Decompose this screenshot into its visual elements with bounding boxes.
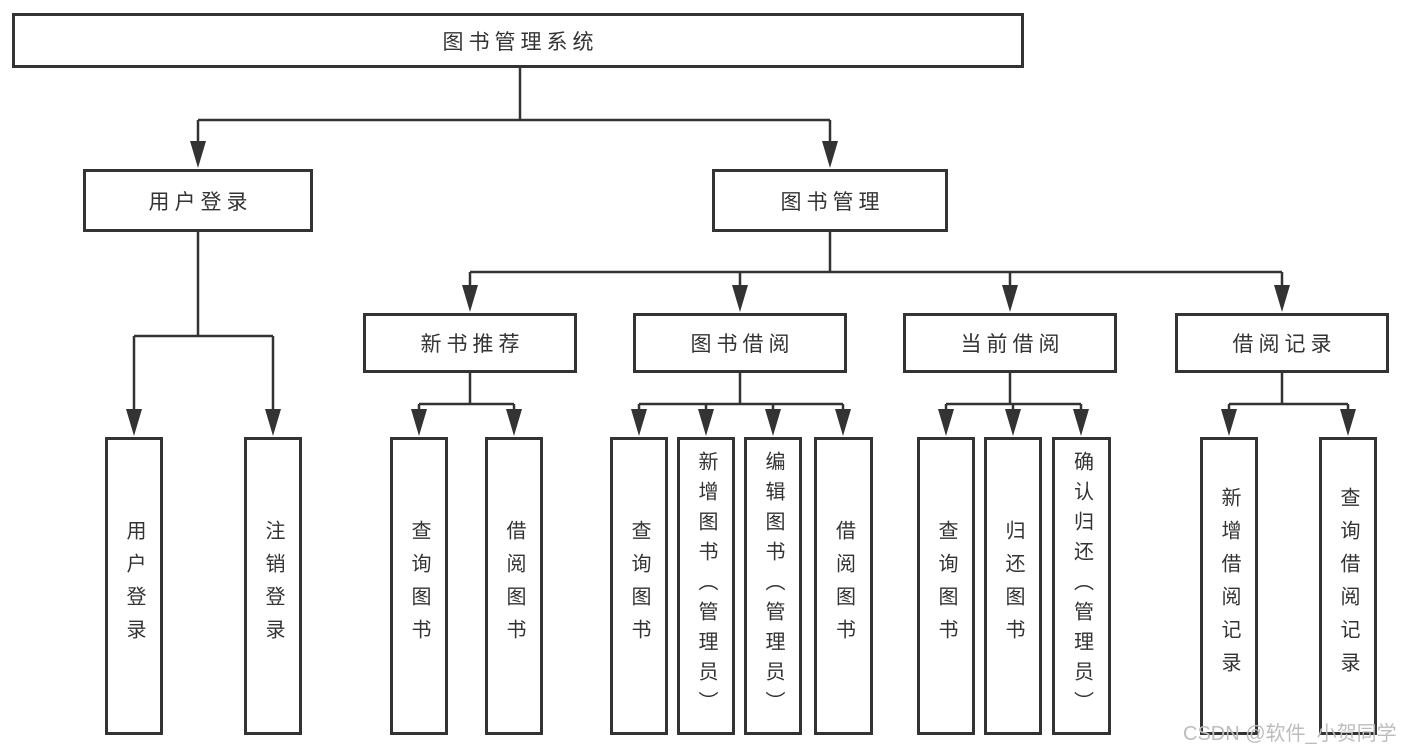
node-borrow-records-label: 借阅记录 xyxy=(1232,333,1337,356)
connector-borrow-record-branch xyxy=(1227,373,1350,412)
node-leaf-query-books-borrow: 查询图书 xyxy=(610,437,668,735)
node-label: 借阅图书 xyxy=(832,520,855,652)
node-label: 确认归还（管理员） xyxy=(1070,451,1093,721)
node-label: 查询图书 xyxy=(628,520,650,652)
node-leaf-logout: 注销登录 xyxy=(244,437,302,735)
node-root-label: 图书管理系统 xyxy=(442,30,599,54)
node-leaf-edit-book-admin: 编辑图书（管理员） xyxy=(744,437,802,735)
node-leaf-query-borrow-record: 查询借阅记录 xyxy=(1319,437,1377,735)
node-leaf-confirm-return-admin: 确认归还（管理员） xyxy=(1052,437,1111,735)
connector-root-branch xyxy=(196,68,832,144)
csdn-watermark: CSDN @软件_小贺同学 xyxy=(1183,723,1397,745)
node-leaf-return-books: 归还图书 xyxy=(984,437,1042,735)
node-label: 借阅图书 xyxy=(503,520,525,652)
node-label: 归还图书 xyxy=(1002,520,1024,652)
node-leaf-add-borrow-record: 新增借阅记录 xyxy=(1200,437,1258,735)
node-leaf-borrow-books-2: 借阅图书 xyxy=(814,437,873,735)
node-current-borrow-label: 当前借阅 xyxy=(960,333,1065,356)
arrowheads xyxy=(126,141,1356,436)
connector-book-borrow-branch xyxy=(637,373,845,412)
node-leaf-query-books-current: 查询图书 xyxy=(917,437,975,735)
connector-new-book-branch xyxy=(417,373,516,412)
node-leaf-user-login: 用户登录 xyxy=(105,437,163,735)
node-book-borrow: 图书借阅 xyxy=(633,313,847,373)
node-leaf-borrow-books-recommend: 借阅图书 xyxy=(485,437,543,735)
node-book-management-label: 图书管理 xyxy=(780,190,885,214)
node-borrow-records: 借阅记录 xyxy=(1175,313,1389,373)
node-user-login: 用户登录 xyxy=(83,169,313,232)
node-label: 新增借阅记录 xyxy=(1218,487,1240,685)
node-book-borrow-label: 图书借阅 xyxy=(690,333,795,356)
node-new-book-recommend: 新书推荐 xyxy=(363,313,577,373)
node-label: 编辑图书（管理员） xyxy=(762,451,784,721)
node-leaf-add-book-admin: 新增图书（管理员） xyxy=(677,437,735,735)
connector-book-management-branch xyxy=(468,232,1284,288)
node-root: 图书管理系统 xyxy=(12,13,1024,68)
node-leaf-query-books-recommend: 查询图书 xyxy=(390,437,448,735)
node-label: 查询借阅记录 xyxy=(1337,487,1359,685)
node-label: 注销登录 xyxy=(262,520,284,652)
node-label: 新增图书（管理员） xyxy=(695,451,717,721)
node-label: 查询图书 xyxy=(408,520,430,652)
node-current-borrow: 当前借阅 xyxy=(903,313,1117,373)
node-user-login-label: 用户登录 xyxy=(148,190,253,214)
node-book-management: 图书管理 xyxy=(712,169,948,232)
node-new-book-recommend-label: 新书推荐 xyxy=(420,333,525,356)
connector-user-login-branch xyxy=(132,232,275,412)
node-label: 查询图书 xyxy=(935,520,957,652)
connector-current-borrow-branch xyxy=(944,373,1083,412)
node-label: 用户登录 xyxy=(123,520,145,652)
